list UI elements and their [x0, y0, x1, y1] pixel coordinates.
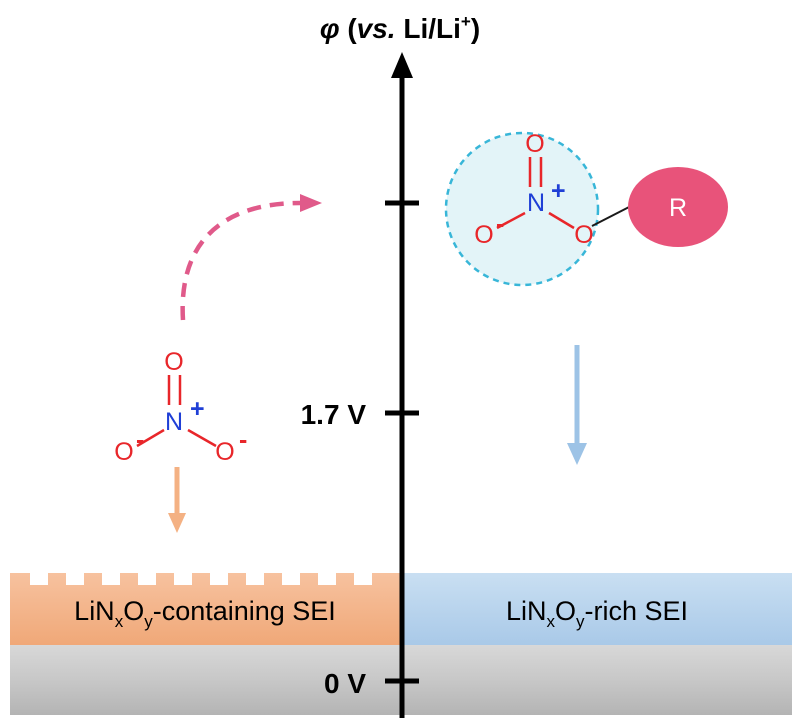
axis-title: φ (vs. Li/Li+): [320, 12, 480, 44]
ester-o-right: O: [574, 221, 593, 249]
nitrate-anion: O N + O - O -: [114, 348, 247, 466]
ester-o-left-charge: -: [496, 210, 504, 238]
nitrate-ester: O N + O - O: [474, 130, 634, 249]
r-group-label: R: [669, 194, 687, 222]
nitrate-ester-highlight: [444, 131, 600, 287]
dashed-curved-arrow: [180, 200, 301, 321]
nitrate-o-right-charge: -: [239, 426, 247, 454]
rich-sei-label: LiNxOy-rich SEI: [506, 596, 688, 631]
containing-sei-label: LiNxOy-containing SEI: [74, 596, 336, 631]
ester-n-charge: +: [551, 177, 566, 205]
ester-o-top: O: [525, 130, 544, 158]
ester-o-left: O: [474, 221, 493, 249]
nitrate-o-left-charge: -: [136, 426, 144, 454]
nitrate-o-left: O: [114, 438, 133, 466]
rich-sei-layer: [402, 573, 792, 645]
right-down-arrowhead: [567, 443, 587, 465]
nitrate-o-top: O: [164, 348, 183, 376]
nitrate-n: N: [165, 408, 183, 436]
nitrate-n-charge: +: [190, 395, 205, 423]
axis-arrowhead: [391, 52, 413, 78]
tick-label-1-7v: 1.7 V: [301, 399, 367, 430]
dashed-arrowhead: [300, 194, 322, 212]
nitrate-o-right: O: [215, 438, 234, 466]
ester-n: N: [527, 189, 545, 217]
containing-sei-layer: [10, 573, 402, 645]
r-group: [628, 167, 728, 247]
tick-label-0v: 0 V: [324, 668, 366, 699]
left-down-arrowhead: [168, 513, 186, 533]
